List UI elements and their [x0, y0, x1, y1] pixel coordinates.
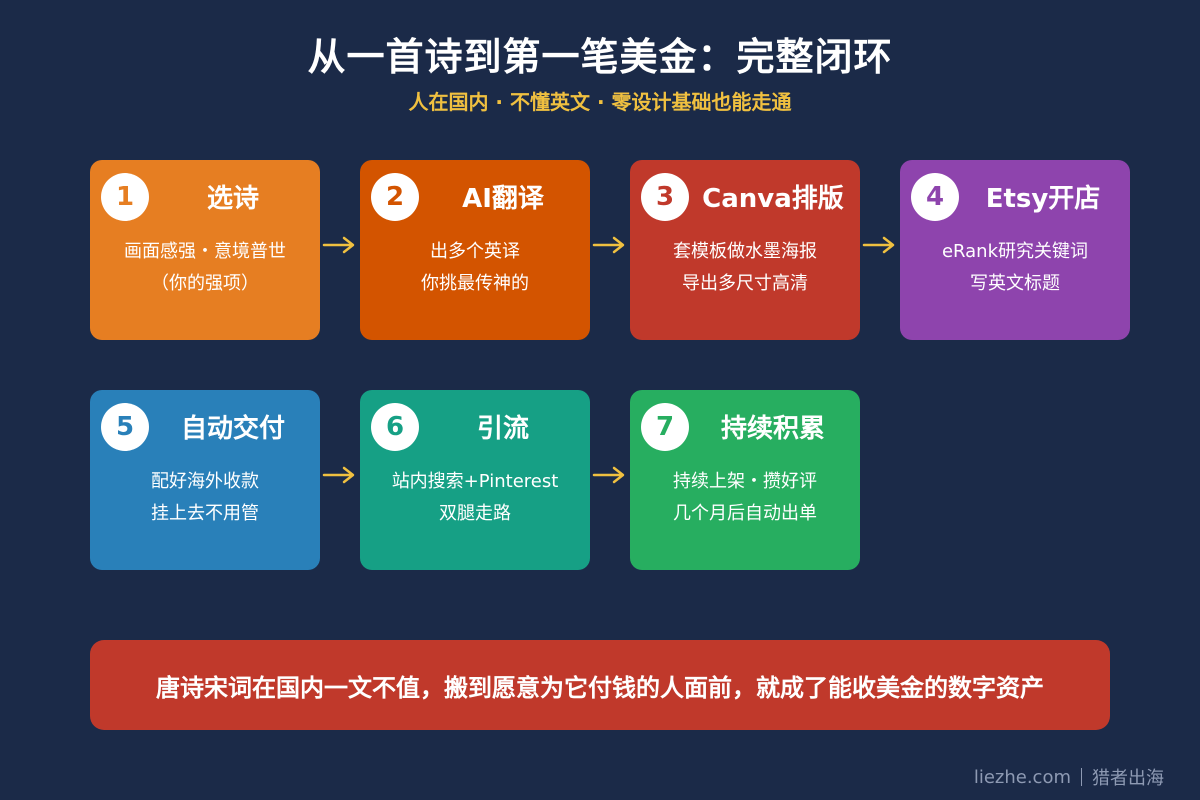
step-description-line: 画面感强・意境普世 [124, 241, 286, 262]
step-title: 自动交付 [180, 414, 285, 444]
step-description: 配好海外收款 挂上去不用管 [90, 466, 320, 530]
footer-brand: 猎者出海 [1092, 768, 1164, 789]
step-description-line: eRank研究关键词 [941, 241, 1089, 262]
footer-divider [1081, 768, 1082, 786]
step-description-line: 导出多尺寸高清 [682, 273, 808, 294]
flow-arrow-icon [322, 466, 355, 484]
page-title: 从一首诗到第一笔美金：完整闭环 [307, 35, 893, 79]
step-description-line: 你挑最传神的 [421, 273, 529, 294]
flow-arrow-icon [862, 236, 895, 254]
footer-credit: liezhe.com 猎者出海 [974, 764, 1164, 790]
flow-arrow-icon [322, 236, 355, 254]
step-description: 持续上架・攒好评 几个月后自动出单 [630, 466, 860, 530]
step-description: eRank研究关键词 写英文标题 [900, 236, 1130, 300]
step-title: Etsy开店 [985, 184, 1101, 214]
flow-arrow-icon [592, 236, 625, 254]
step-card-6: 6 引流 站内搜索+Pinterest 双腿走路 [360, 390, 590, 570]
step-number-badge: 6 [371, 403, 419, 451]
footer-site: liezhe.com [973, 766, 1071, 788]
step-title: 选诗 [206, 184, 259, 214]
step-title: Canva排版 [702, 184, 844, 214]
step-description-line: 挂上去不用管 [151, 503, 259, 524]
conclusion-banner: 唐诗宋词在国内一文不值，搬到愿意为它付钱的人面前，就成了能收美金的数字资产 [90, 640, 1110, 730]
step-description-line: 出多个英译 [430, 241, 520, 262]
step-description-line: 双腿走路 [439, 503, 511, 524]
page-subtitle: 人在国内 · 不懂英文 · 零设计基础也能走通 [408, 90, 792, 114]
step-description-line: 持续上架・攒好评 [673, 471, 817, 492]
step-description-line: 套模板做水墨海报 [673, 241, 817, 262]
step-description: 站内搜索+Pinterest 双腿走路 [360, 466, 590, 530]
step-number-badge: 5 [101, 403, 149, 451]
step-number-badge: 2 [371, 173, 419, 221]
step-number-badge: 4 [911, 173, 959, 221]
step-card-2: 2 AI翻译 出多个英译 你挑最传神的 [360, 160, 590, 340]
step-card-3: 3 Canva排版 套模板做水墨海报 导出多尺寸高清 [630, 160, 860, 340]
step-description-line: 站内搜索+Pinterest [391, 471, 559, 492]
step-title: 引流 [476, 414, 529, 444]
step-number-badge: 3 [641, 173, 689, 221]
step-card-7: 7 持续积累 持续上架・攒好评 几个月后自动出单 [630, 390, 860, 570]
step-description-line: 写英文标题 [970, 273, 1060, 294]
step-card-1: 1 选诗 画面感强・意境普世 （你的强项） [90, 160, 320, 340]
step-number-badge: 1 [101, 173, 149, 221]
step-description: 画面感强・意境普世 （你的强项） [90, 236, 320, 300]
step-description-line: 配好海外收款 [151, 471, 259, 492]
step-card-4: 4 Etsy开店 eRank研究关键词 写英文标题 [900, 160, 1130, 340]
step-title: AI翻译 [462, 184, 544, 214]
step-title: 持续积累 [720, 414, 825, 444]
flow-arrow-icon [592, 466, 625, 484]
step-description-line: 几个月后自动出单 [673, 503, 817, 524]
step-card-5: 5 自动交付 配好海外收款 挂上去不用管 [90, 390, 320, 570]
step-description: 出多个英译 你挑最传神的 [360, 236, 590, 300]
step-description: 套模板做水墨海报 导出多尺寸高清 [630, 236, 860, 300]
step-number-badge: 7 [641, 403, 689, 451]
step-description-line: （你的强项） [151, 273, 259, 294]
